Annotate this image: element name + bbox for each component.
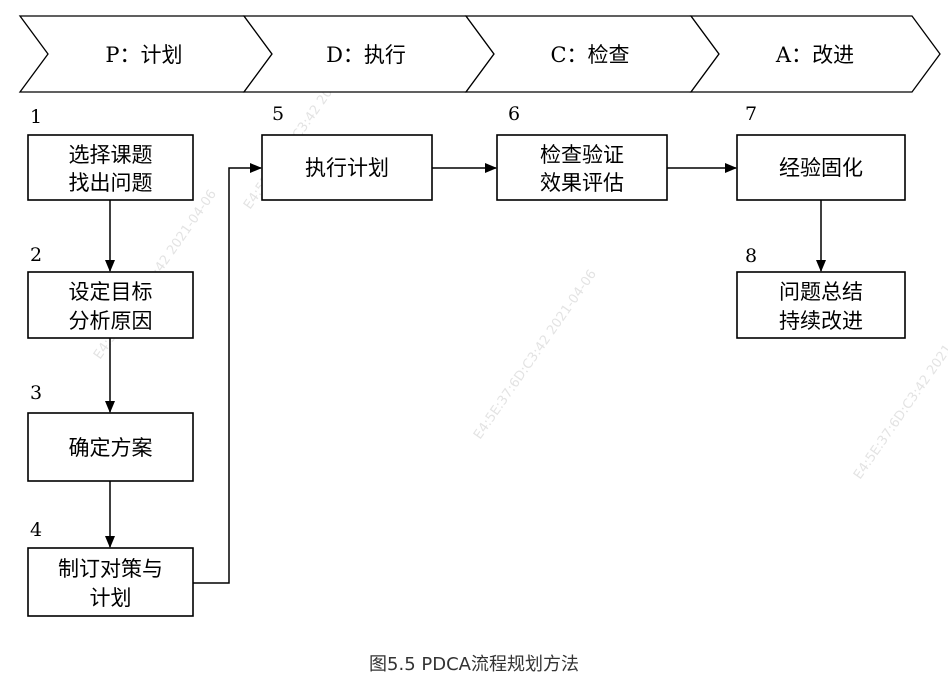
step-label-line: 设定目标	[69, 280, 153, 304]
step-label-line: 检查验证	[540, 143, 624, 167]
step-label-line: 确定方案	[69, 436, 153, 460]
step-label-line: 问题总结	[779, 280, 863, 304]
step-box	[261, 134, 433, 201]
step-number: 2	[30, 244, 42, 266]
step-box	[27, 271, 194, 339]
step-8: 8 问题总结 持续改进	[736, 245, 906, 339]
step-label-line: 执行计划	[305, 156, 389, 180]
step-box	[27, 547, 194, 617]
step-number: 6	[508, 103, 520, 125]
step-box	[736, 134, 906, 201]
phase-label-c: C：检查	[550, 43, 629, 67]
step-number: 5	[272, 103, 284, 125]
step-box	[736, 271, 906, 339]
phase-banner: P：计划 D：执行 C：检查 A：改进	[18, 15, 941, 93]
step-7: 7 经验固化	[736, 103, 906, 201]
step-label-line: 选择课题	[69, 143, 153, 167]
step-5: 5 执行计划	[261, 103, 433, 201]
step-2: 2 设定目标 分析原因	[27, 244, 194, 339]
step-number: 7	[745, 103, 757, 125]
step-6: 6 检查验证 效果评估	[496, 103, 668, 201]
step-label-line: 经验固化	[779, 156, 863, 180]
step-label-line: 找出问题	[69, 171, 153, 195]
phase-label-p: P：计划	[105, 43, 182, 67]
step-number: 4	[30, 519, 42, 541]
step-label-line: 制订对策与	[58, 557, 163, 581]
step-label-line: 持续改进	[779, 309, 863, 333]
step-box	[27, 134, 194, 201]
step-label-line: 效果评估	[540, 171, 624, 195]
phase-label-a: A：改进	[775, 43, 854, 67]
step-1: 1 选择课题 找出问题	[27, 106, 194, 201]
step-label-line: 分析原因	[69, 309, 153, 333]
step-number: 3	[30, 382, 42, 404]
step-4: 4 制订对策与 计划	[27, 519, 194, 617]
phase-chevron-a	[689, 15, 941, 93]
watermark-text: E4:5E:37:6D:C3:42 2021-04-06	[471, 267, 600, 442]
connectors	[105, 163, 826, 584]
step-number: 1	[30, 106, 42, 128]
step-number: 8	[745, 245, 757, 267]
arrow-step4-to-step5	[193, 163, 262, 584]
step-box	[496, 134, 668, 201]
figure-caption: 图5.5 PDCA流程规划方法	[369, 654, 579, 675]
phase-label-d: D：执行	[326, 43, 406, 67]
step-label-line: 计划	[90, 586, 132, 610]
